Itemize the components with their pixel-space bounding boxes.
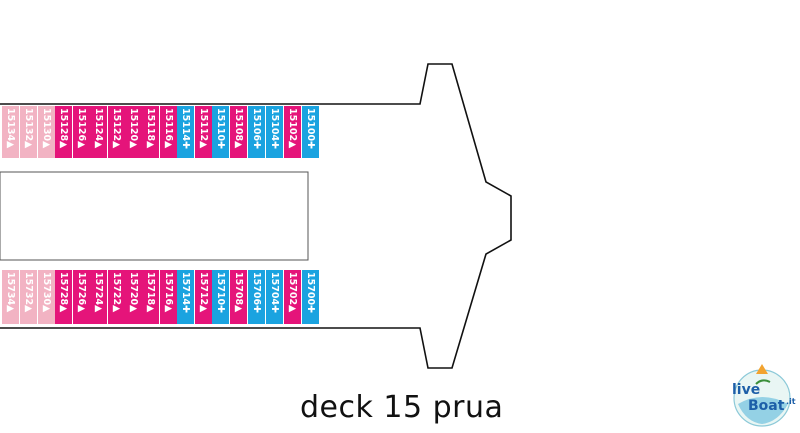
top-cabin-15122[interactable] bbox=[108, 106, 125, 158]
cabin-label: 15110✚ bbox=[215, 108, 226, 149]
cabin-label: 15128▲ bbox=[58, 108, 69, 149]
bottom-cabin-15718[interactable] bbox=[142, 270, 159, 324]
cabin-label: 15108▲ bbox=[233, 108, 244, 149]
top-cabin-15128[interactable] bbox=[55, 106, 72, 158]
bottom-cabin-15724[interactable] bbox=[90, 270, 107, 324]
bottom-cabin-15726[interactable] bbox=[73, 270, 90, 324]
cabin-label: 15718▲ bbox=[145, 272, 156, 313]
cabin-label: 15106✚ bbox=[251, 108, 262, 149]
cabin-label: 15726▲ bbox=[76, 272, 87, 313]
cabin-label: 15730▲ bbox=[41, 272, 52, 313]
bottom-cabin-15706[interactable] bbox=[248, 270, 265, 324]
cabin-label: 15124▲ bbox=[93, 108, 104, 149]
cabin-label: 15724▲ bbox=[93, 272, 104, 313]
top-cabin-15116[interactable] bbox=[160, 106, 177, 158]
bottom-cabin-15720[interactable] bbox=[125, 270, 142, 324]
cabin-label: 15728▲ bbox=[58, 272, 69, 313]
bottom-cabin-15700[interactable] bbox=[302, 270, 319, 324]
cabin-label: 15712▲ bbox=[198, 272, 209, 313]
cabin-label: 15104✚ bbox=[269, 108, 280, 149]
inner-atrium bbox=[0, 171, 309, 261]
top-cabin-15124[interactable] bbox=[90, 106, 107, 158]
cabin-label: 15706✚ bbox=[251, 272, 262, 313]
bottom-cabin-15734[interactable] bbox=[2, 270, 19, 324]
cabin-label: 15120▲ bbox=[128, 108, 139, 149]
cabin-label: 15710✚ bbox=[215, 272, 226, 313]
cabin-label: 15118▲ bbox=[145, 108, 156, 149]
svg-text:live: live bbox=[732, 382, 760, 398]
top-cabin-15112[interactable] bbox=[195, 106, 212, 158]
bottom-cabin-15702[interactable] bbox=[284, 270, 301, 324]
bottom-cabin-15712[interactable] bbox=[195, 270, 212, 324]
cabin-label: 15732▲ bbox=[23, 272, 34, 313]
cabin-label: 15720▲ bbox=[128, 272, 139, 313]
cabin-label: 15112▲ bbox=[198, 108, 209, 149]
bottom-cabin-15722[interactable] bbox=[108, 270, 125, 324]
top-cabin-15106[interactable] bbox=[248, 106, 265, 158]
cabin-row-bottom: 15734▲ 15732▲ 15730▲ 15728▲ 15726▲ 15724▲ 1572… bbox=[2, 270, 319, 324]
bottom-cabin-15728[interactable] bbox=[55, 270, 72, 324]
cabin-label: 15116▲ bbox=[163, 108, 174, 149]
svg-text:Boat: Boat bbox=[748, 398, 785, 414]
top-cabin-15104[interactable] bbox=[266, 106, 283, 158]
top-cabin-15132[interactable] bbox=[20, 106, 37, 158]
top-cabin-15100[interactable] bbox=[302, 106, 319, 158]
top-cabin-15110[interactable] bbox=[212, 106, 229, 158]
cabin-label: 15714✚ bbox=[180, 272, 191, 313]
deck-caption: deck 15 prua bbox=[300, 390, 504, 425]
cabin-label: 15132▲ bbox=[23, 108, 34, 149]
bottom-cabin-15708[interactable] bbox=[230, 270, 247, 324]
top-cabin-15120[interactable] bbox=[125, 106, 142, 158]
cabin-label: 15130▲ bbox=[41, 108, 52, 149]
bottom-cabin-15704[interactable] bbox=[266, 270, 283, 324]
top-cabin-15134[interactable] bbox=[2, 106, 19, 158]
cabin-label: 15122▲ bbox=[111, 108, 122, 149]
top-cabin-15102[interactable] bbox=[284, 106, 301, 158]
liveboat-logo: live Boat .it bbox=[732, 364, 796, 427]
cabin-row-top: 15134▲ 15132▲ 15130▲ 15128▲ 15126▲ 15124▲ 1512… bbox=[2, 106, 319, 158]
cabin-label: 15722▲ bbox=[111, 272, 122, 313]
bottom-cabin-15714[interactable] bbox=[177, 270, 194, 324]
top-cabin-15114[interactable] bbox=[177, 106, 194, 158]
top-cabin-15108[interactable] bbox=[230, 106, 247, 158]
cabin-label: 15114✚ bbox=[180, 108, 191, 149]
top-cabin-15118[interactable] bbox=[142, 106, 159, 158]
cabin-label: 15716▲ bbox=[163, 272, 174, 313]
cabin-label: 15704✚ bbox=[269, 272, 280, 313]
bottom-cabin-15716[interactable] bbox=[160, 270, 177, 324]
svg-text:.it: .it bbox=[786, 397, 796, 406]
bottom-cabin-15730[interactable] bbox=[38, 270, 55, 324]
cabin-label: 15126▲ bbox=[76, 108, 87, 149]
cabin-label: 15702▲ bbox=[287, 272, 298, 313]
cabin-label: 15134▲ bbox=[5, 108, 16, 149]
cabin-label: 15102▲ bbox=[287, 108, 298, 149]
bottom-cabin-15732[interactable] bbox=[20, 270, 37, 324]
cabin-label: 15100✚ bbox=[305, 108, 316, 149]
bottom-cabin-15710[interactable] bbox=[212, 270, 229, 324]
cabin-label: 15734▲ bbox=[5, 272, 16, 313]
cabin-label: 15708▲ bbox=[233, 272, 244, 313]
top-cabin-15130[interactable] bbox=[38, 106, 55, 158]
top-cabin-15126[interactable] bbox=[73, 106, 90, 158]
cabin-label: 15700✚ bbox=[305, 272, 316, 313]
